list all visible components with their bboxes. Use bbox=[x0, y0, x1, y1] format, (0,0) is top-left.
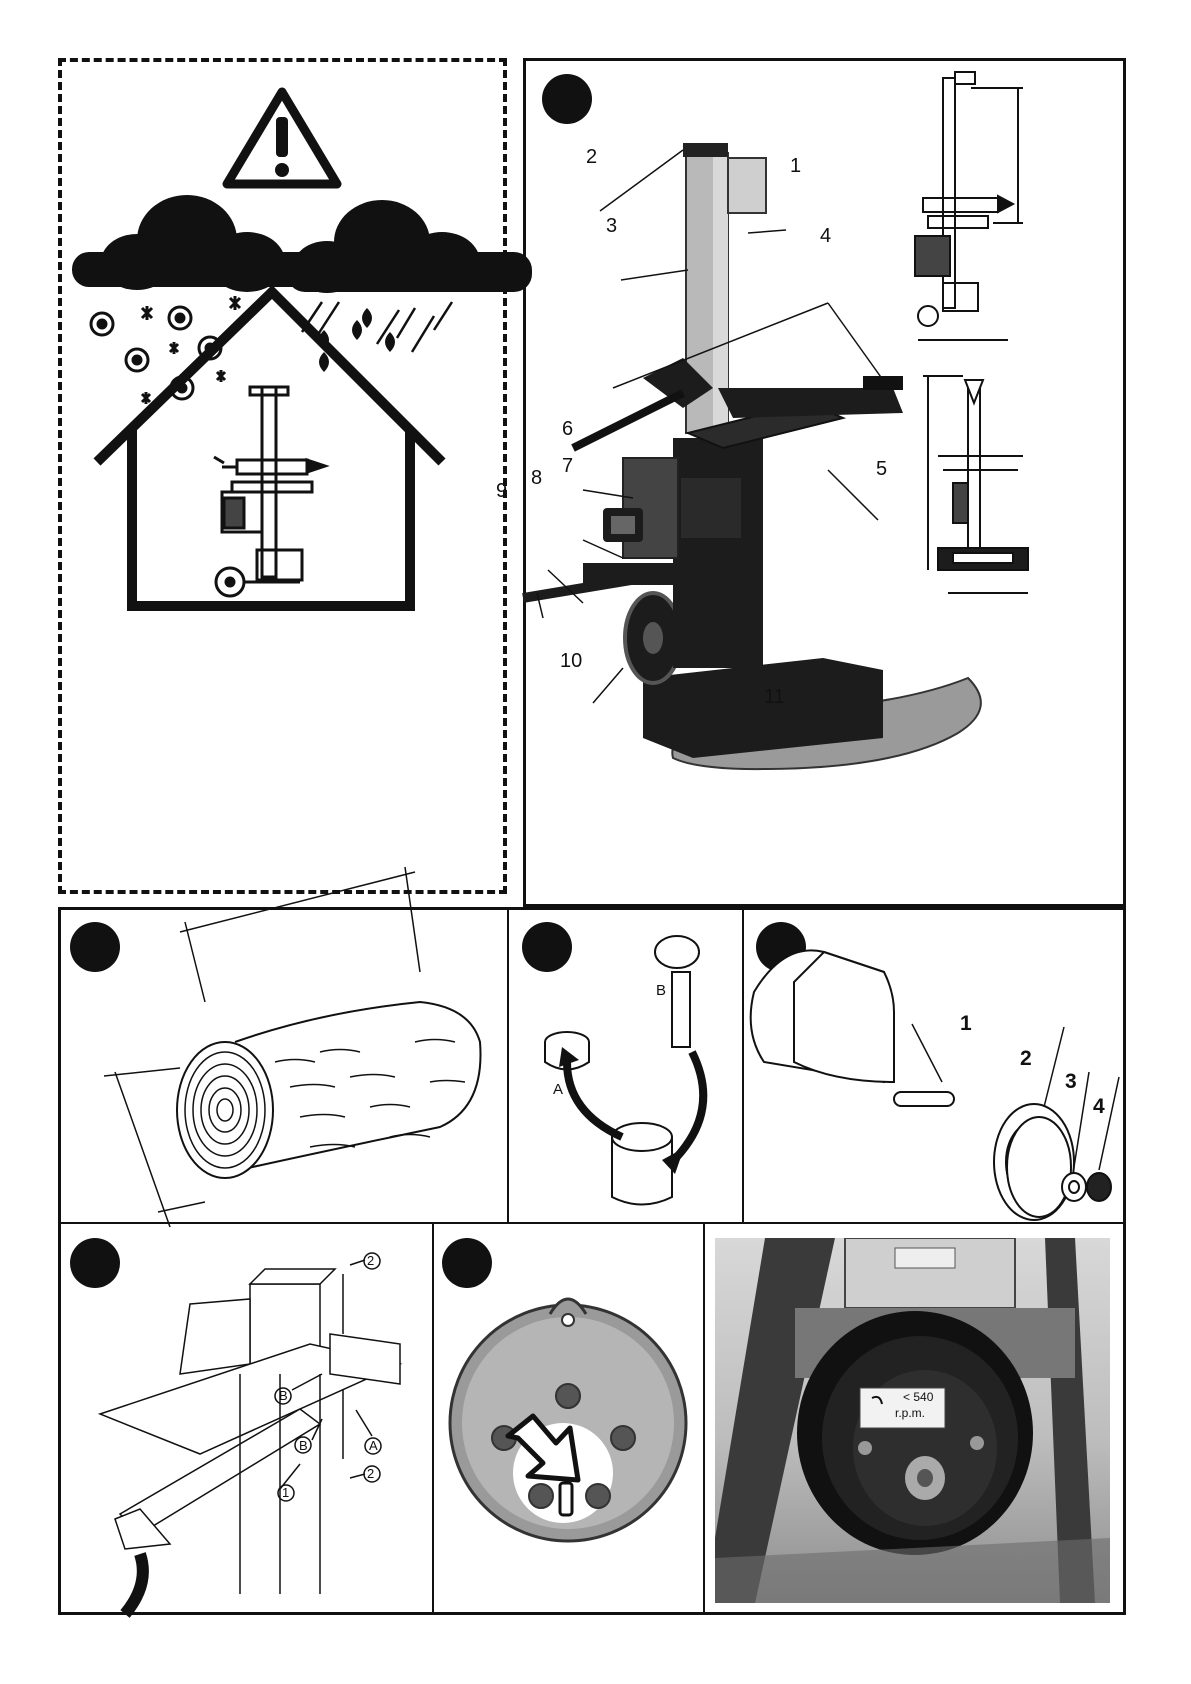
callout-7: 7 bbox=[562, 455, 573, 478]
log-dimensions-illustration bbox=[60, 912, 500, 1212]
label-b: B bbox=[279, 1388, 288, 1403]
label-b: B bbox=[656, 982, 666, 999]
pto-photo: < 540 r.p.m. bbox=[715, 1238, 1110, 1603]
callout-1: 1 bbox=[282, 1485, 289, 1500]
socket-illustration bbox=[438, 1228, 698, 1608]
callout-11: 11 bbox=[764, 686, 785, 709]
label-a: A bbox=[369, 1438, 378, 1453]
callout-2: 2 bbox=[1020, 1047, 1032, 1071]
side-view-sketch-icon bbox=[915, 72, 1028, 593]
arm-mounting-illustration bbox=[60, 1224, 430, 1614]
label-b: B bbox=[299, 1438, 308, 1453]
callout-10: 10 bbox=[560, 650, 582, 673]
log-splitter-sketch-icon bbox=[214, 387, 325, 596]
cap-swap-illustration bbox=[512, 912, 742, 1212]
warning-triangle-icon bbox=[227, 92, 337, 184]
callout-2: 2 bbox=[367, 1253, 374, 1268]
callout-2: 2 bbox=[586, 146, 597, 169]
divider bbox=[432, 1222, 434, 1615]
callout-3: 3 bbox=[1065, 1070, 1077, 1094]
callout-4: 4 bbox=[820, 225, 831, 248]
storage-warning-illustration bbox=[62, 62, 511, 898]
callout-6: 6 bbox=[562, 418, 573, 441]
label-a: A bbox=[553, 1081, 563, 1098]
callout-3: 3 bbox=[606, 215, 617, 238]
callout-5: 5 bbox=[876, 458, 887, 481]
pto-speed-label: < 540 bbox=[903, 1390, 933, 1404]
divider bbox=[703, 1222, 705, 1615]
callout-4: 4 bbox=[1093, 1095, 1105, 1119]
callout-9: 9 bbox=[496, 480, 507, 503]
pto-unit-label: r.p.m. bbox=[895, 1406, 925, 1420]
wheel-assembly-illustration bbox=[744, 912, 1124, 1212]
storage-warning-panel bbox=[58, 58, 507, 894]
divider bbox=[507, 907, 509, 1222]
callout-1: 1 bbox=[790, 155, 801, 178]
log-splitter-illustration bbox=[523, 58, 1123, 908]
callout-2: 2 bbox=[367, 1466, 374, 1481]
callout-8: 8 bbox=[531, 467, 542, 490]
callout-1: 1 bbox=[960, 1012, 972, 1036]
